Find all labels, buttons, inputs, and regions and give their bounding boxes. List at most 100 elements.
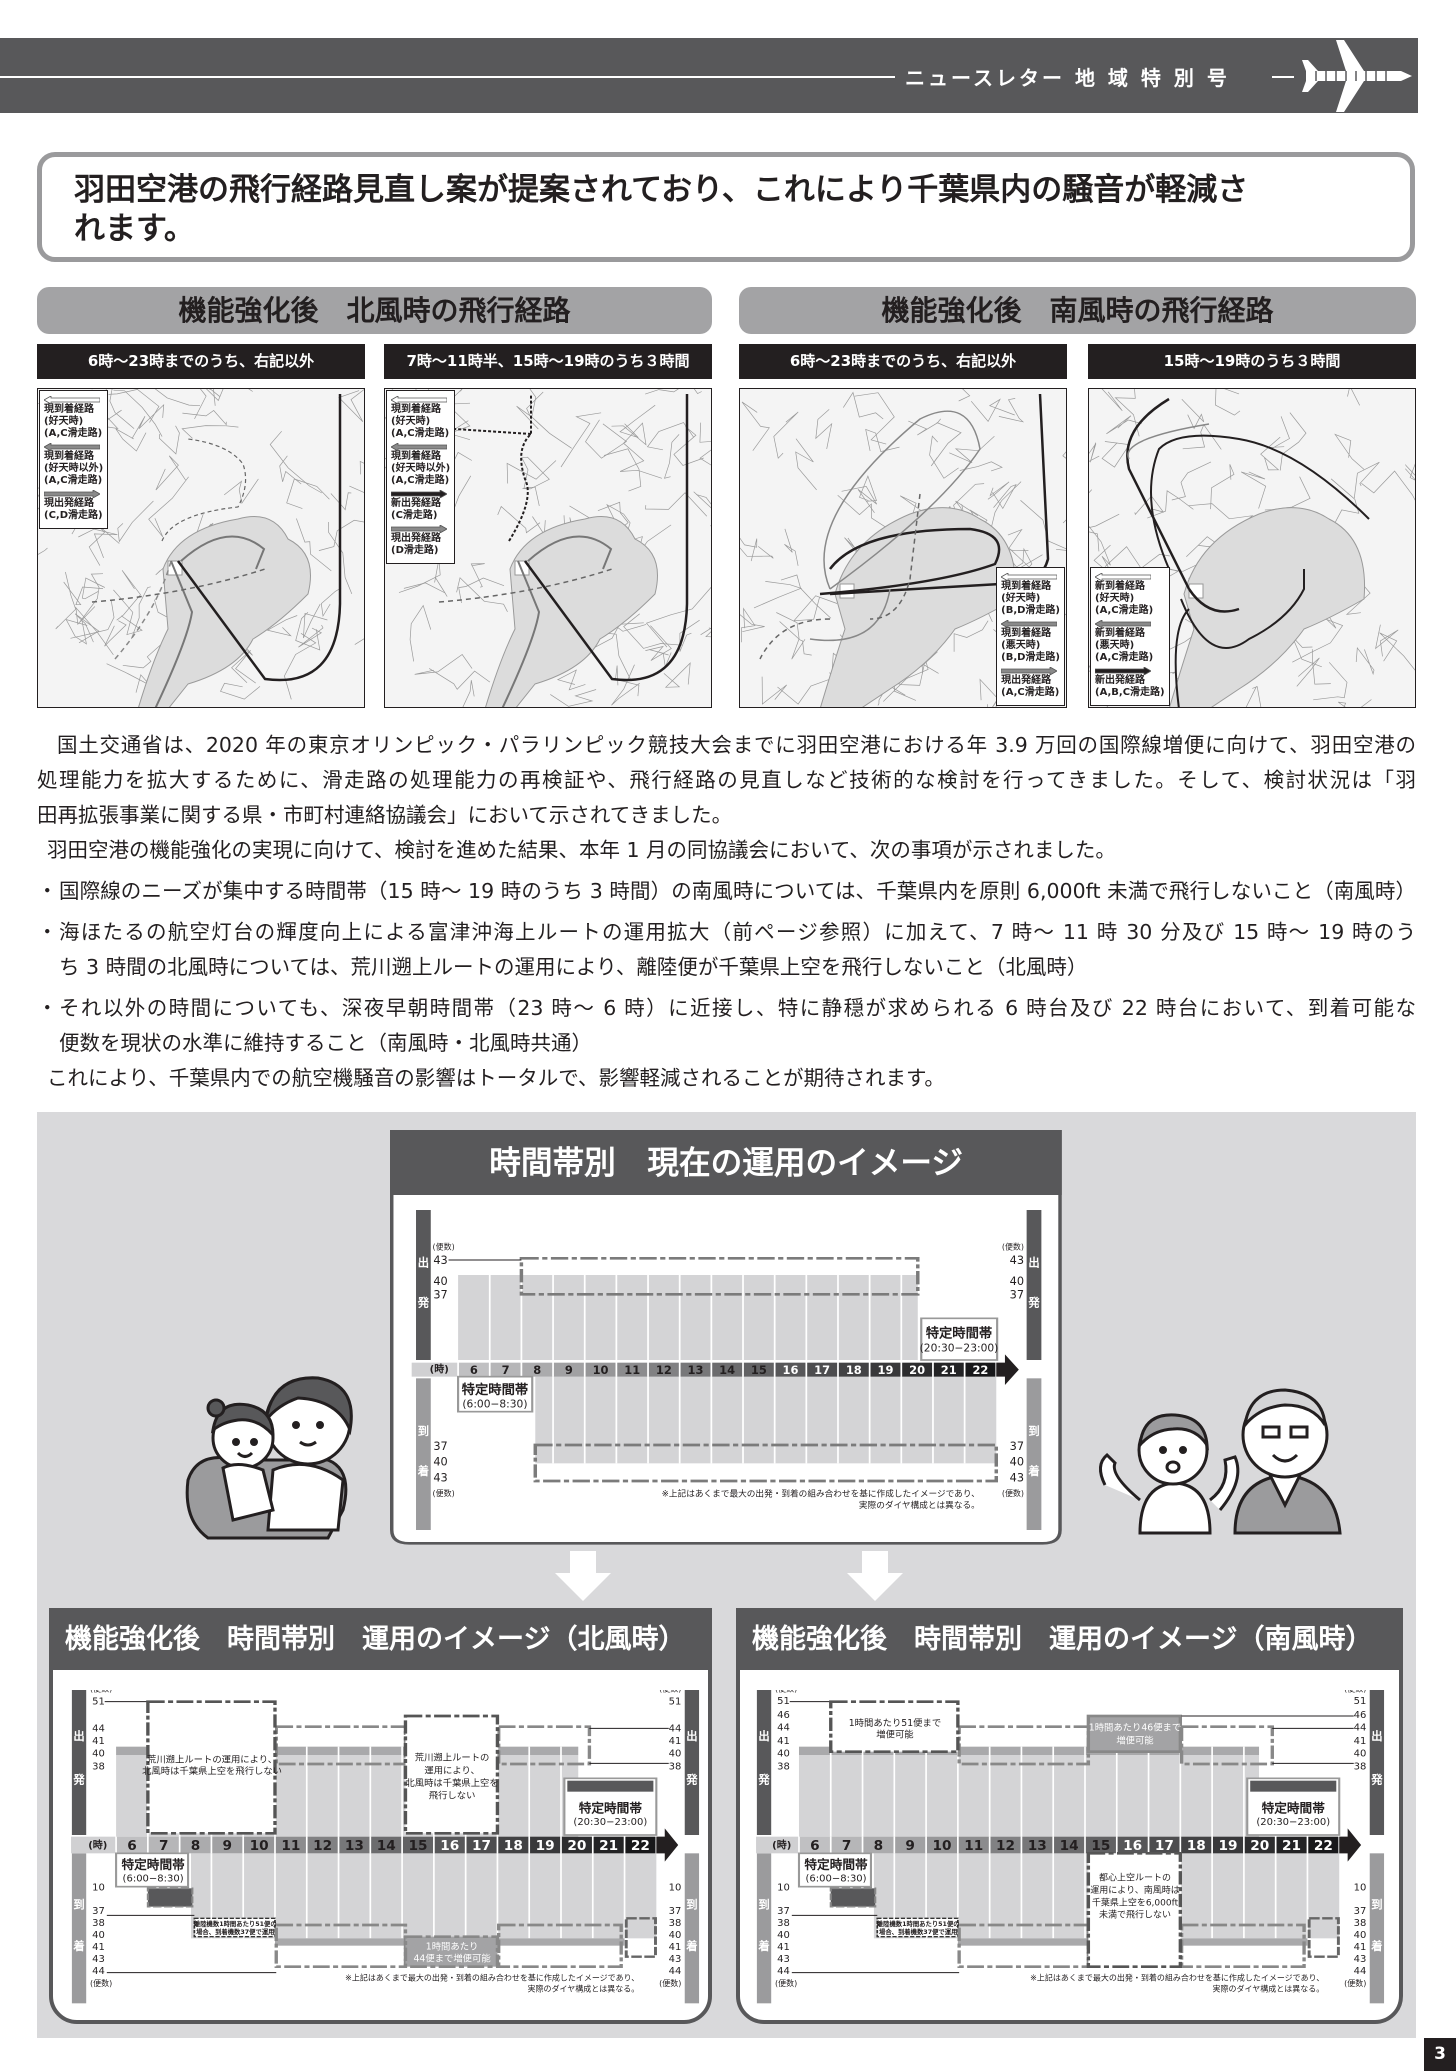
special-period-time: (6:00−8:30) [462,1397,527,1410]
municipal-boundary [1101,389,1123,412]
municipal-boundary [1089,513,1120,552]
municipal-boundary [741,401,770,451]
municipal-boundary [958,389,971,402]
y-tick-label: 43 [1010,1253,1024,1267]
paragraph-line: 国土交通省は、2020 年の東京オリンピック・パラリンピック競技大会までに羽田空… [57,733,1416,757]
y-tick-label: 41 [777,1736,790,1747]
bullet-line: それ以外の時間についても、深夜早朝時間帯（23 時～ 6 時）に近接し、特に静穏… [59,996,1416,1020]
municipal-boundary [784,528,799,566]
map-legend: 現到着経路(好天時)(B,D滑走路)現到着経路(悪天時)(B,D滑走路)現出発経… [996,567,1065,706]
flight-route [508,394,532,542]
hour-cell [116,1836,148,1854]
unit-label: (便数) [1002,1241,1024,1251]
municipal-boundary [115,428,147,452]
no-chiba-flight-box [403,1714,500,1835]
municipal-boundary [78,528,118,559]
legend-text: 現出発経路 [44,498,94,509]
departure-area [458,1275,918,1360]
hour-label: 14 [719,1363,735,1377]
flight-route [869,493,921,620]
hour-label: 17 [1155,1838,1174,1854]
municipal-boundary [699,422,711,466]
hour-label: 20 [567,1838,586,1854]
municipal-boundary [231,650,257,684]
municipal-boundary [953,620,989,652]
arrow-right-gray-icon [44,490,100,498]
municipal-boundary [987,481,1010,500]
municipal-boundary [556,669,586,691]
hour-cell [625,1836,656,1854]
special-period-departures [1250,1780,1337,1792]
municipal-boundary [320,587,342,618]
municipal-boundary [194,389,221,420]
municipal-boundary [521,457,540,506]
hour-cell [593,1836,624,1854]
arrival-label: 到 [686,1897,697,1911]
municipal-boundary [458,577,505,603]
legend-item: 現到着経路(好天時)(B,D滑走路) [1001,573,1060,617]
header-rule [0,76,895,78]
unit-label: (便数) [659,1690,681,1694]
legend-text: (A,C滑走路) [44,428,103,439]
legend-item: 現到着経路(悪天時)(B,D滑走路) [1001,620,1060,664]
south-operations-chart: 出発到着出発到着(便数)(便数)515146464444414140403838… [756,1690,1385,2004]
municipal-boundary [1279,412,1307,471]
hour-label: 16 [440,1838,459,1854]
hour-cell [926,1836,958,1854]
hour-cell [180,1836,211,1854]
y-tick-label: 10 [777,1883,790,1894]
hour-label: 15 [408,1838,427,1854]
hour-cell [807,1362,838,1377]
municipal-boundary [298,624,324,648]
special-period-label: 特定時間帯 [121,1857,185,1872]
flight-route [1127,423,1210,460]
y-tick-label: 51 [669,1697,682,1708]
municipal-boundary [286,478,330,509]
departure-label: 発 [1027,1296,1040,1310]
box-text: 1時間あたり51便まで [849,1717,941,1729]
hour-label: 19 [536,1838,555,1854]
legend-item: 現出発経路(A,C滑走路) [1001,667,1060,699]
municipal-boundary [815,409,833,449]
municipal-boundary [693,491,711,509]
headline-line: 羽田空港の飛行経路見直し案が提案されており、これにより千葉県内の騒音が軽減さ [74,172,1249,208]
municipal-boundary [130,586,151,640]
municipal-boundary [470,563,485,588]
municipal-boundary [1104,546,1170,569]
headline-box: 羽田空港の飛行経路見直し案が提案されており、これにより千葉県内の騒音が軽減さ れ… [37,152,1415,262]
unit-label: (便数) [90,1978,112,1988]
y-tick-label: 37 [777,1906,790,1917]
hour-cell [244,1836,275,1854]
down-arrows [555,1551,903,1601]
municipal-boundary [182,410,227,426]
y-tick-label: 51 [92,1697,105,1708]
y-tick-label: 44 [669,1723,682,1734]
municipal-boundary [585,419,628,459]
y-tick-label: 40 [777,1749,790,1760]
hour-cell [371,1836,402,1854]
bullet-mark: ・ [37,920,58,944]
hour-unit-label: (時) [430,1362,449,1375]
y-tick-label: 40 [92,1749,105,1760]
y-tick-label: 37 [1354,1906,1367,1917]
boy-grandfather-illustration [1099,1388,1342,1535]
arrow-right-black-icon [1095,667,1151,675]
hour-label: 21 [599,1838,618,1854]
municipal-boundary [65,618,88,645]
municipal-boundary [1311,649,1331,685]
legend-text: 新出発経路 [391,498,441,509]
special-period-time: (20:30−23:00) [920,1342,999,1355]
municipal-boundary [1334,433,1365,470]
unit-label: (便数) [1344,1978,1366,1988]
special-period-label: 特定時間帯 [462,1381,529,1398]
municipal-boundary [1379,632,1415,671]
arrow-left-outline-icon [1095,573,1151,581]
legend-text: (D滑走路) [391,545,439,556]
municipal-boundary [1210,464,1235,510]
legend-text: (C,D滑走路) [44,510,103,521]
increase-box [403,1935,500,1968]
legend-text: (好天時以外) [44,463,104,474]
municipal-boundary [865,428,900,453]
arrow-left-gray-icon [391,443,447,451]
